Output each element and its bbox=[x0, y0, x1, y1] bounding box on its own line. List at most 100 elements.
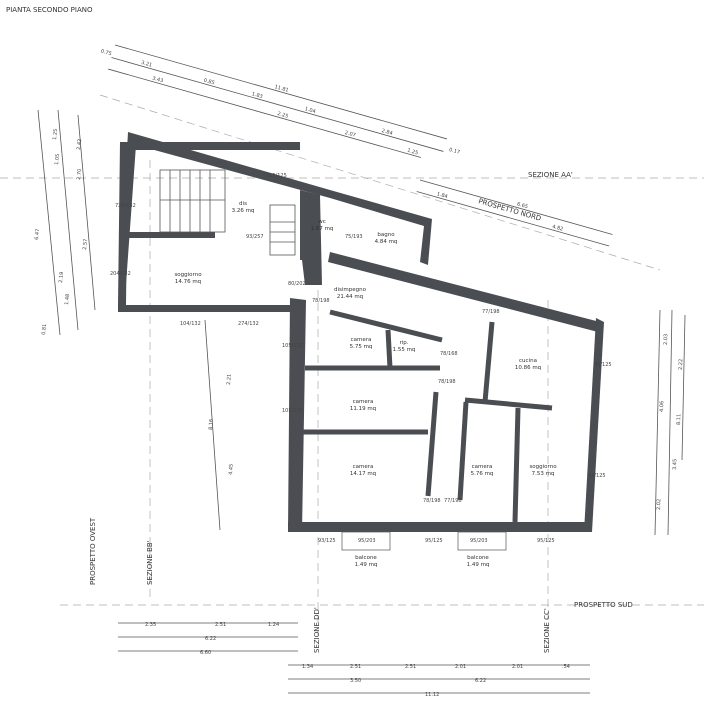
dimension-label: 274/132 bbox=[238, 321, 259, 327]
dimension-label: soggiorno bbox=[174, 272, 202, 278]
top-right-dimensions: 1.84 6.65 4.82 bbox=[416, 179, 613, 247]
dimension-label: 6.65 bbox=[516, 201, 528, 210]
section-lines bbox=[0, 94, 704, 640]
dimension-label: camera bbox=[353, 399, 374, 405]
dimension-label: 10.86 mq bbox=[515, 365, 541, 371]
dimension-label: rip. bbox=[399, 340, 408, 346]
dimension-label: 6.22 bbox=[475, 678, 486, 684]
dimension-label: 1.24 bbox=[268, 622, 279, 628]
dimension-label: 95/125 bbox=[537, 538, 555, 544]
dimension-label: 105/125 bbox=[282, 343, 303, 349]
dimension-label: 78/168 bbox=[440, 351, 458, 357]
bottom-dimensions: 2.35 2.51 1.24 6.22 6.60 1.34 2.51 2.51 … bbox=[118, 622, 590, 698]
dimension-label: 2.51 bbox=[215, 622, 226, 628]
plan-title: PIANTA SECONDO PIANO bbox=[6, 6, 93, 14]
dimension-label: 1.25 bbox=[406, 148, 418, 157]
dimension-label: 0.85 bbox=[203, 78, 215, 87]
dimension-label: 1.83 bbox=[251, 91, 263, 100]
dimension-label: 2.03 bbox=[663, 334, 669, 345]
dimension-label: balcone bbox=[355, 555, 377, 561]
dimension-label: 77/198 bbox=[444, 498, 462, 504]
dimension-label: 729/132 bbox=[115, 203, 136, 209]
prospetto-sud-label: PROSPETTO SUD bbox=[574, 601, 633, 609]
dimension-label: .54 bbox=[562, 664, 570, 670]
dimension-label: 2.07 bbox=[344, 130, 356, 139]
dimension-label: 1.49 mq bbox=[355, 562, 378, 568]
dimension-label: 2.57 bbox=[82, 239, 89, 251]
dimension-label: bagno bbox=[377, 232, 395, 238]
dimension-label: 2.51 bbox=[350, 664, 361, 670]
dimension-label: 4.06 bbox=[659, 401, 665, 412]
dimension-label: 93/125 bbox=[588, 473, 606, 479]
dimension-label: 6.60 bbox=[200, 650, 211, 656]
balcone-right bbox=[457, 531, 507, 551]
dimension-label: 1.84 bbox=[436, 191, 448, 200]
dimension-label: 3.45 bbox=[672, 459, 678, 470]
dimension-label: soggiorno bbox=[529, 464, 557, 470]
dimension-label: 115/125 bbox=[266, 173, 287, 179]
dimension-label: 104/132 bbox=[180, 321, 201, 327]
dimension-label: 11.19 mq bbox=[350, 406, 376, 412]
dimension-label: 1.05 bbox=[54, 154, 61, 166]
dimension-label: wc bbox=[318, 219, 326, 225]
dimension-label: 21.44 mq bbox=[337, 294, 363, 300]
dimension-label: 5.75 mq bbox=[350, 344, 373, 350]
dimension-label: 4.82 bbox=[551, 224, 563, 233]
dimension-label: 3.26 mq bbox=[232, 208, 255, 214]
dimension-label: 78/198 bbox=[312, 298, 330, 304]
dimension-label: 6.22 bbox=[205, 636, 216, 642]
dimension-label: 95/125 bbox=[594, 362, 612, 368]
left-dimensions: 1.25 1.05 2.70 2.42 6.47 2.19 2.57 1.48 … bbox=[34, 109, 235, 531]
dimension-label: 7.53 mq bbox=[532, 471, 555, 477]
dimension-label: 2.42 bbox=[76, 139, 83, 151]
dimension-label: 2.25 bbox=[277, 111, 289, 120]
dimension-label: 2.22 bbox=[678, 359, 684, 370]
dimension-label: 3.43 bbox=[151, 76, 163, 85]
dimension-label: 0.75 bbox=[100, 48, 112, 57]
dimension-label: 95/203 bbox=[470, 538, 488, 544]
dimension-label: 95/125 bbox=[425, 538, 443, 544]
dimension-label: 204/132 bbox=[110, 271, 131, 277]
dimension-label: 3.50 bbox=[350, 678, 361, 684]
dimension-label: 0.17 bbox=[448, 147, 460, 156]
dimension-label: 2.19 bbox=[58, 272, 65, 284]
dimension-label: camera bbox=[353, 464, 374, 470]
dimension-label: 14.17 mq bbox=[350, 471, 376, 477]
dimension-label: 105/125 bbox=[282, 408, 303, 414]
dimension-label: dis bbox=[239, 201, 247, 207]
dimension-label: 14.76 mq bbox=[175, 279, 201, 285]
dimension-label: 2.51 bbox=[405, 664, 416, 670]
sezione-bb-label: SEZIONE BB' bbox=[146, 540, 154, 585]
dimension-label: 3.21 bbox=[140, 60, 152, 69]
dimension-label: 0.81 bbox=[41, 324, 48, 336]
dimension-label: camera bbox=[472, 464, 493, 470]
dimension-label: 8.16 bbox=[208, 419, 215, 431]
dimension-label: 6.47 bbox=[34, 229, 41, 241]
dimension-label: 2.01 bbox=[455, 664, 466, 670]
opening-labels: 729/132 204/132 115/125 93/257 80/202 75… bbox=[110, 173, 612, 544]
dimension-label: 93/257 bbox=[246, 234, 264, 240]
sezione-aa-label: SEZIONE AA' bbox=[528, 171, 573, 179]
right-dimensions: 2.03 2.22 4.06 8.11 3.45 2.02 bbox=[654, 309, 686, 536]
dimension-label: 2.70 bbox=[76, 169, 83, 181]
dimension-label: balcone bbox=[467, 555, 489, 561]
balcone-left bbox=[341, 531, 391, 551]
dimension-label: 1.49 mq bbox=[467, 562, 490, 568]
dimension-label: 1.04 bbox=[304, 106, 316, 115]
dimension-label: 8.11 bbox=[676, 414, 682, 425]
walls bbox=[118, 132, 604, 532]
dimension-label: 4.84 mq bbox=[375, 239, 398, 245]
dimension-label: 11.12 bbox=[425, 692, 439, 698]
dimension-label: 93/125 bbox=[318, 538, 336, 544]
dimension-label: 2.01 bbox=[512, 664, 523, 670]
sezione-cc-label: SEZIONE CC' bbox=[543, 608, 551, 653]
dimension-label: cucina bbox=[519, 358, 537, 364]
dimension-label: 1.67 mq bbox=[311, 226, 334, 232]
dimension-label: 1.25 bbox=[52, 129, 59, 141]
dimension-label: camera bbox=[351, 337, 372, 343]
dimension-label: 2.21 bbox=[226, 374, 233, 386]
dimension-label: 95/203 bbox=[358, 538, 376, 544]
dimension-label: 1.48 bbox=[64, 294, 71, 306]
dimension-label: 78/198 bbox=[438, 379, 456, 385]
